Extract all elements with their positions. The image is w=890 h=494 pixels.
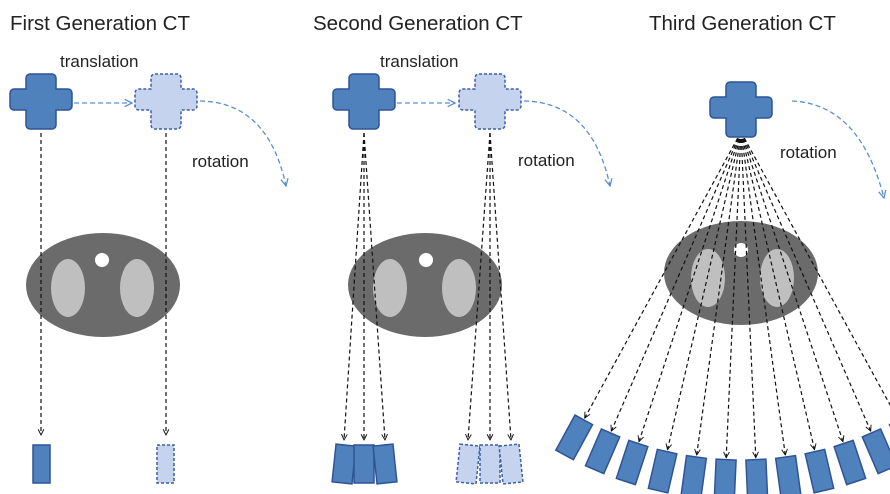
rotation-arrow [199,100,286,186]
translated-detector [156,444,175,484]
translated-detector-array [455,443,524,485]
phantom [664,221,818,325]
x-ray-source [709,81,773,138]
x-ray-beam [611,131,742,431]
detector [745,458,769,494]
x-ray-beam [740,131,785,455]
detector [774,454,802,494]
detector [32,444,51,484]
x-ray-beam [740,131,815,450]
x-ray-beam [740,131,756,458]
panel-title: Third Generation CT [649,12,836,35]
panel-title: First Generation CT [10,12,190,35]
x-ray-source [9,73,73,130]
panel-third-generation: Third Generation CT rotation [554,12,890,494]
phantom [26,233,180,337]
rotation-label: rotation [192,152,249,171]
detector [833,439,867,486]
detector-array [331,443,398,485]
fan-beam [584,131,890,458]
translation-label: translation [380,52,458,71]
translated-source-position [134,73,198,130]
translation-label: translation [60,52,138,71]
rotation-arrow [791,100,884,198]
detector [584,427,621,475]
panel-title: Second Generation CT [313,12,523,35]
x-ray-beam [726,131,742,458]
rotation-arrow [523,100,610,186]
x-ray-beam [584,131,742,418]
rotation-label: rotation [780,143,837,162]
x-ray-beam [740,131,843,442]
detector [861,427,890,475]
x-ray-source [332,73,396,130]
panel-second-generation: Second Generation CT translation rotatio… [313,12,610,485]
x-ray-beams [344,132,511,440]
detector [615,439,649,486]
panel-first-generation: First Generation CT translation rotation [9,12,286,484]
rotation-label: rotation [518,151,575,170]
x-ray-beam [740,131,871,431]
detector [554,414,594,461]
phantom [348,233,502,337]
detector [647,448,678,494]
detector [804,448,835,494]
detector [713,458,737,494]
x-ray-beam [639,131,742,442]
x-ray-beam [668,131,742,450]
detector-arc [554,414,890,494]
x-ray-beam [697,131,742,455]
translated-source-position [458,73,522,130]
x-ray-beam [740,131,890,406]
detector [680,454,708,494]
